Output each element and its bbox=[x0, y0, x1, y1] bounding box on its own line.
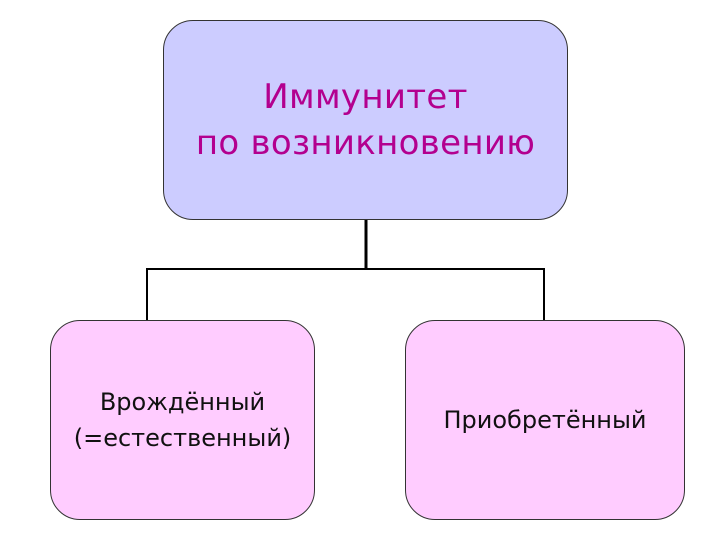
root-node-immunity-by-origin: Иммунитет по возникновению bbox=[163, 20, 568, 220]
child-node-innate-label-line-1: Врождённый bbox=[99, 388, 266, 416]
root-node-label: Иммунитет по возникновению bbox=[196, 74, 535, 166]
child-node-acquired-label-line-1: Приобретённый bbox=[443, 406, 647, 434]
child-node-acquired-label: Приобретённый bbox=[443, 402, 646, 438]
child-node-innate-label: Врождённый (=естественный) bbox=[74, 384, 292, 456]
child-node-innate: Врождённый (=естественный) bbox=[50, 320, 315, 520]
child-node-acquired: Приобретённый bbox=[405, 320, 685, 520]
root-node-label-line-2: по возникновению bbox=[195, 123, 536, 163]
root-node-label-line-1: Иммунитет bbox=[263, 77, 468, 117]
child-node-innate-label-line-2: (=естественный) bbox=[73, 424, 292, 452]
